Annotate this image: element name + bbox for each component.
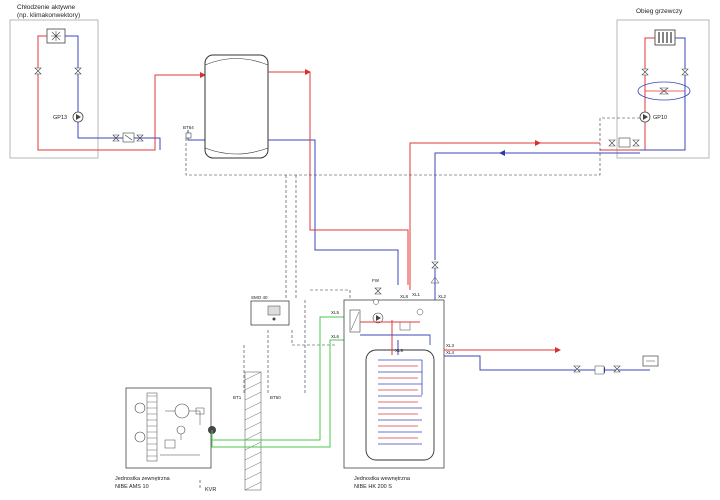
xl2-label: XL2 bbox=[438, 294, 447, 299]
sensor-bt64-icon bbox=[185, 132, 192, 139]
bt1-label: BT1 bbox=[233, 395, 242, 400]
valve-icon bbox=[34, 67, 82, 75]
indoor-unit-hk200s bbox=[343, 299, 445, 469]
xl4-label: XL4 bbox=[446, 350, 455, 355]
xl3-label: XL3 bbox=[446, 343, 455, 348]
gp13-label: GP13 bbox=[53, 115, 67, 121]
bt64-label: BT64 bbox=[183, 125, 194, 130]
xl9-label: XL9 bbox=[395, 348, 404, 353]
water-meter-icon bbox=[642, 355, 659, 367]
heating-circuit-box: Obieg grzewczy GP10 bbox=[600, 8, 710, 159]
xl5-label: XL5 bbox=[331, 310, 340, 315]
indoor-label-line1: Jednostka wewnętrzna bbox=[354, 476, 411, 482]
cold-water-inlet-valves-icon bbox=[573, 365, 621, 375]
smo40-controller bbox=[250, 300, 290, 326]
bypass-valve-icon bbox=[659, 87, 669, 95]
xl8-label: XL8 bbox=[400, 294, 409, 299]
circulation-pump-gp10-icon bbox=[639, 111, 651, 123]
indoor-label-line2: NIBE HK 200 S bbox=[354, 484, 392, 490]
valve-icon bbox=[641, 68, 689, 76]
buffer-tank bbox=[204, 54, 269, 159]
outdoor-label-line1: Jednostka zewnętrzna bbox=[115, 476, 171, 482]
control-wiring bbox=[185, 117, 640, 490]
fan-coil-icon bbox=[46, 28, 66, 44]
cooling-title-line1: Chłodzenie aktywne bbox=[17, 4, 76, 11]
outdoor-label-line2: NIBE AMS 10 bbox=[115, 484, 149, 490]
xl1-label: XL1 bbox=[412, 292, 421, 297]
outdoor-unit-ams10 bbox=[125, 387, 212, 469]
smo40-label: SMO 40 bbox=[251, 295, 268, 300]
heating-title: Obieg grzewczy bbox=[636, 8, 683, 15]
cooling-circuit-box: Chłodzenie aktywne (np. klimakonwektory)… bbox=[9, 4, 155, 159]
circulation-pump-gp13-icon bbox=[72, 111, 84, 123]
bt50-label: BT50 bbox=[270, 395, 281, 400]
radiator-icon bbox=[654, 29, 676, 46]
gp10-label: GP10 bbox=[653, 115, 667, 121]
kvr-label: KVR bbox=[205, 487, 216, 493]
wall-section bbox=[244, 371, 262, 491]
cooling-title-line2: (np. klimakonwektory) bbox=[17, 12, 80, 19]
fw-valve-group bbox=[373, 287, 382, 305]
cooling-valve-group-icon bbox=[112, 132, 144, 143]
xl6-label: XL6 bbox=[331, 334, 340, 339]
fw-label: FW bbox=[372, 278, 380, 283]
heating-valve-group-icon bbox=[608, 137, 640, 148]
